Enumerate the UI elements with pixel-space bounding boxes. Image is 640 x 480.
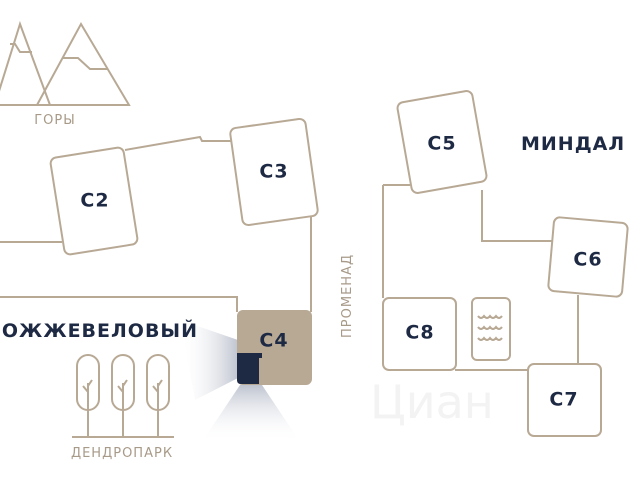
camera-viewpoint-icon (237, 353, 262, 384)
building-c6[interactable]: C6 (547, 216, 629, 298)
building-c4-selected[interactable]: C4 (237, 310, 312, 385)
svg-text:C4: C4 (259, 330, 288, 352)
pool-waves-icon (471, 297, 511, 361)
area-label-almond: МИНДАЛ (521, 133, 625, 155)
view-cone-left (180, 320, 238, 400)
svg-text:C2: C2 (80, 190, 109, 212)
building-c2[interactable]: C2 (49, 146, 139, 256)
building-c5[interactable]: C5 (396, 90, 488, 194)
svg-text:C5: C5 (427, 133, 456, 155)
view-cone-down (202, 385, 300, 442)
svg-text:C6: C6 (573, 249, 602, 271)
roads (0, 135, 579, 371)
svg-text:C7: C7 (549, 389, 578, 411)
area-label-promenade: ПРОМЕНАД (340, 254, 355, 338)
area-label-juniper: МОЖЖЕВЕЛОВЫЙ (0, 319, 198, 342)
svg-text:C8: C8 (405, 322, 434, 344)
building-c8[interactable]: C8 (382, 297, 457, 371)
watermark: Циан (370, 375, 494, 429)
trees-icon (72, 354, 174, 438)
svg-text:C3: C3 (259, 161, 288, 183)
building-c3[interactable]: C3 (229, 117, 319, 227)
building-c7[interactable]: C7 (527, 363, 602, 437)
area-label-dendropark: ДЕНДРОПАРК (71, 446, 173, 461)
area-label-mountains: ГОРЫ (34, 113, 75, 128)
mountains-icon (0, 20, 131, 106)
